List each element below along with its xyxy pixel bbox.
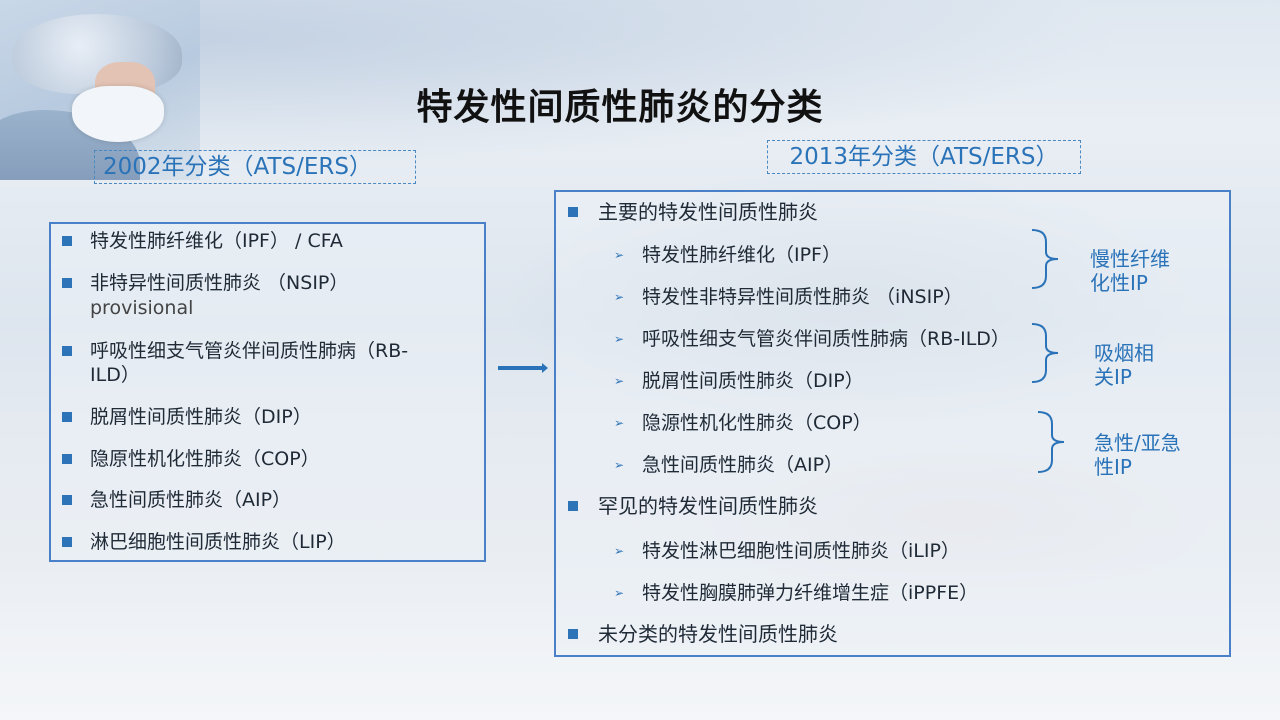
- annotation-smoking-related: 吸烟相 关IP: [1094, 341, 1154, 389]
- curly-brace-icon: [1037, 411, 1065, 473]
- sub-item: 呼吸性细支气管炎伴间质性肺病（RB-ILD）: [642, 328, 1010, 350]
- sub-item: 特发性肺纤维化（IPF）: [642, 244, 841, 266]
- square-bullet-icon: [62, 236, 72, 246]
- chevron-right-icon: ➢: [614, 248, 625, 262]
- list-item-note: provisional: [90, 297, 194, 319]
- annotation-acute-subacute: 急性/亚急 性IP: [1094, 431, 1181, 479]
- label-2013-classification: 2013年分类（ATS/ERS）: [767, 140, 1081, 174]
- square-bullet-icon: [62, 346, 72, 356]
- square-bullet-icon: [62, 537, 72, 547]
- main-category: 未分类的特发性间质性肺炎: [598, 622, 838, 646]
- arrow-right-icon: [498, 363, 548, 373]
- sub-item: 隐源性机化性肺炎（COP）: [642, 412, 872, 434]
- sub-item: 急性间质性肺炎（AIP）: [642, 454, 844, 476]
- chevron-right-icon: ➢: [614, 416, 625, 430]
- slide-title: 特发性间质性肺炎的分类: [416, 87, 824, 128]
- list-item-continuation: ILD）: [90, 364, 140, 386]
- square-bullet-icon: [568, 629, 578, 639]
- list-item: 急性间质性肺炎（AIP）: [90, 489, 292, 511]
- chevron-right-icon: ➢: [614, 374, 625, 388]
- list-item: 脱屑性间质性肺炎（DIP）: [90, 406, 312, 428]
- square-bullet-icon: [568, 501, 578, 511]
- label-2002-classification: 2002年分类（ATS/ERS）: [94, 150, 416, 184]
- curly-brace-icon: [1031, 229, 1059, 289]
- sub-item: 特发性非特异性间质性肺炎 （iNSIP）: [642, 286, 963, 308]
- main-category: 罕见的特发性间质性肺炎: [598, 494, 818, 518]
- annotation-chronic-fibrosing: 慢性纤维 化性IP: [1090, 247, 1170, 295]
- list-item: 淋巴细胞性间质性肺炎（LIP）: [90, 531, 346, 553]
- sub-item: 特发性胸膜肺弹力纤维增生症（iPPFE）: [642, 582, 979, 604]
- classification-2002-box: [49, 222, 486, 562]
- chevron-right-icon: ➢: [614, 586, 625, 600]
- chevron-right-icon: ➢: [614, 332, 625, 346]
- chevron-right-icon: ➢: [614, 458, 625, 472]
- list-item: 呼吸性细支气管炎伴间质性肺病（RB-: [90, 340, 409, 362]
- list-item: 非特异性间质性肺炎 （NSIP）: [90, 272, 349, 294]
- square-bullet-icon: [62, 495, 72, 505]
- chevron-right-icon: ➢: [614, 544, 625, 558]
- square-bullet-icon: [62, 454, 72, 464]
- square-bullet-icon: [62, 412, 72, 422]
- curly-brace-icon: [1031, 323, 1059, 383]
- classification-2013-box: [554, 190, 1231, 657]
- sub-item: 特发性淋巴细胞性间质性肺炎（iLIP）: [642, 540, 960, 562]
- square-bullet-icon: [568, 207, 578, 217]
- list-item: 特发性肺纤维化（IPF） / CFA: [90, 230, 343, 252]
- chevron-right-icon: ➢: [614, 290, 625, 304]
- main-category: 主要的特发性间质性肺炎: [598, 200, 818, 224]
- square-bullet-icon: [62, 278, 72, 288]
- sub-item: 脱屑性间质性肺炎（DIP）: [642, 370, 864, 392]
- list-item: 隐原性机化性肺炎（COP）: [90, 448, 320, 470]
